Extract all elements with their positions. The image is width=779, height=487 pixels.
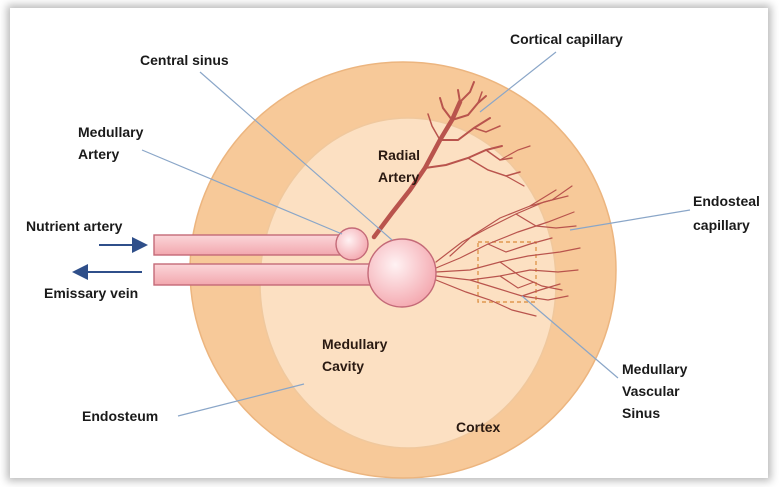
label-endosteal-capillary: Endosteal capillary — [693, 193, 764, 233]
label-central-sinus: Central sinus — [140, 52, 229, 68]
label-medullary-vascular-sinus: Medullary Vascular Sinus — [622, 361, 691, 421]
label-endosteum: Endosteum — [82, 408, 158, 424]
label-cortex: Cortex — [456, 419, 501, 435]
emissary-vein-vessel — [154, 264, 384, 285]
label-emissary-vein: Emissary vein — [44, 285, 138, 301]
nutrient-artery-vessel — [154, 235, 354, 255]
medullary-artery-node — [336, 228, 368, 260]
label-cortical-capillary: Cortical capillary — [510, 31, 623, 47]
central-sinus-node — [368, 239, 436, 307]
label-nutrient-artery: Nutrient artery — [26, 218, 123, 234]
label-medullary-artery: Medullary Artery — [78, 124, 147, 162]
